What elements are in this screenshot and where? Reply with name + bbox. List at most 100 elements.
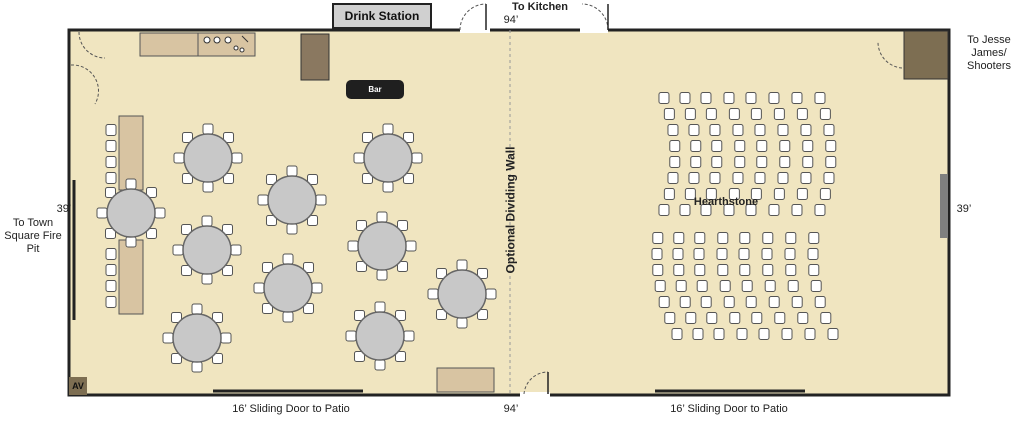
theater-chair: [651, 248, 663, 260]
theater-chair: [663, 188, 675, 200]
theater-chair: [825, 140, 837, 152]
round-table: [173, 123, 243, 193]
theater-chair: [675, 280, 687, 292]
theater-chair: [762, 264, 774, 276]
table-chair: [282, 311, 294, 323]
theater-chair: [723, 92, 735, 104]
theater-chair: [745, 204, 757, 216]
hearthstone-label: Hearthstone: [694, 196, 758, 208]
theater-chair: [779, 140, 791, 152]
door-swing-bottom: [523, 371, 549, 395]
theater-chair: [773, 188, 785, 200]
table-chair: [202, 181, 214, 193]
table-top: [437, 269, 487, 319]
table-chair: [397, 219, 409, 231]
left-dimension-label: 39’: [56, 203, 72, 215]
theater-chair: [823, 124, 835, 136]
table-chair: [315, 194, 327, 206]
theater-chair: [690, 156, 702, 168]
table-chair: [435, 309, 447, 321]
theater-chair: [679, 92, 691, 104]
theater-chair: [673, 232, 685, 244]
theater-chair: [751, 312, 763, 324]
counter-left: [139, 32, 199, 57]
theater-chair: [663, 108, 675, 120]
theater-chair: [732, 172, 744, 184]
table-chair: [405, 240, 417, 252]
table-chair: [403, 173, 415, 185]
table-chair: [257, 194, 269, 206]
theater-chair: [667, 124, 679, 136]
theater-chair: [784, 248, 796, 260]
theater-chair: [814, 92, 826, 104]
av-closet: AV: [69, 377, 87, 395]
drink-station-label: Drink Station: [344, 9, 420, 23]
table-chair: [172, 244, 184, 256]
theater-chair: [823, 172, 835, 184]
theater-chair: [728, 108, 740, 120]
theater-chair: [658, 92, 670, 104]
theater-chair: [694, 232, 706, 244]
table-chair: [180, 223, 192, 235]
theater-chair: [664, 312, 676, 324]
theater-chair: [696, 280, 708, 292]
round-table: [345, 301, 415, 371]
theater-chair: [796, 108, 808, 120]
theater-chair: [667, 172, 679, 184]
theater-chair: [728, 188, 740, 200]
theater-chair: [669, 156, 681, 168]
theater-chair: [652, 232, 664, 244]
theater-chair: [754, 124, 766, 136]
theater-chair: [658, 204, 670, 216]
theater-chair: [717, 232, 729, 244]
door-swing-kitchen-left: [459, 3, 487, 31]
kitchen-door-gap-1: [460, 27, 490, 33]
table-chair: [265, 173, 277, 185]
table-top: [183, 133, 233, 183]
table-chair: [355, 219, 367, 231]
table-chair: [307, 215, 319, 227]
table-chair: [222, 223, 234, 235]
theater-chair: [785, 264, 797, 276]
optional-dividing-wall: Optional Dividing Wall: [490, 147, 530, 274]
theater-chair: [750, 188, 762, 200]
bottom-dimension-label: 94’: [503, 403, 519, 415]
bar: Bar: [346, 80, 404, 99]
table-chair: [456, 259, 468, 271]
buffet-chair: [105, 156, 117, 168]
table-chair: [261, 261, 273, 273]
table-chair: [353, 351, 365, 363]
theater-chair: [723, 204, 735, 216]
table-chair: [181, 131, 193, 143]
table-top: [357, 221, 407, 271]
table-chair: [146, 228, 158, 240]
top-dimension-label: 94’: [503, 14, 519, 26]
table-chair: [265, 215, 277, 227]
table-chair: [201, 273, 213, 285]
table-chair: [477, 309, 489, 321]
table-chair: [212, 311, 224, 323]
theater-chair: [684, 108, 696, 120]
table-chair: [180, 265, 192, 277]
theater-chair: [761, 248, 773, 260]
theater-chair: [787, 280, 799, 292]
theater-chair: [673, 264, 685, 276]
sink-knob-icon: [233, 45, 239, 51]
theater-chair: [709, 172, 721, 184]
theater-chair: [756, 140, 768, 152]
table-top: [263, 263, 313, 313]
corner-cabinet: [903, 30, 949, 80]
theater-chair: [797, 312, 809, 324]
theater-chair: [768, 296, 780, 308]
theater-chair: [734, 156, 746, 168]
table-chair: [485, 288, 497, 300]
sink-knob-icon: [224, 36, 232, 44]
theater-chair: [709, 124, 721, 136]
theater-chair: [716, 248, 728, 260]
table-chair: [376, 269, 388, 281]
table-chair: [307, 173, 319, 185]
theater-chair: [745, 92, 757, 104]
table-chair: [303, 303, 315, 315]
theater-chair: [808, 264, 820, 276]
table-chair: [477, 267, 489, 279]
